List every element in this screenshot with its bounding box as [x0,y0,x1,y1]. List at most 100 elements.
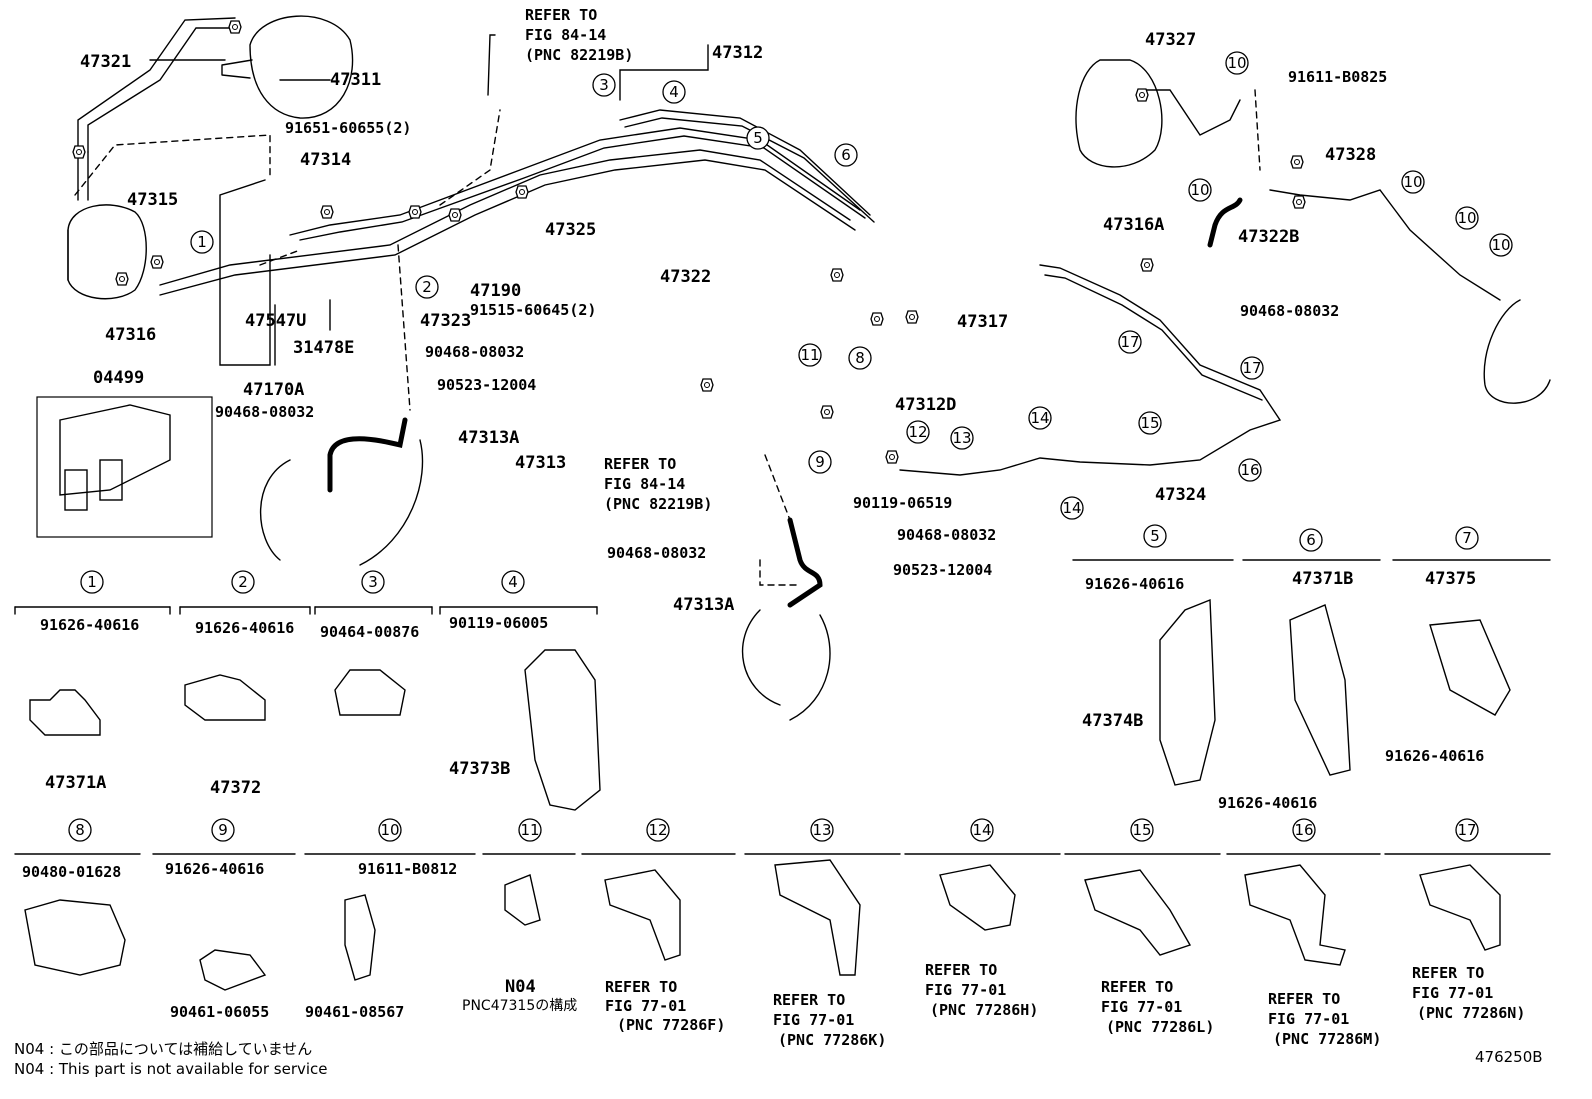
detail-header-7: 7 [1462,529,1472,547]
part-label-47311: 47311 [330,70,381,90]
diagram-id: 476250B [1475,1048,1543,1066]
part-label-47324: 47324 [1155,485,1206,505]
refer-label-mid-1: REFER TO [604,455,676,473]
callout-9: 9 [815,453,825,471]
part-label-47328: 47328 [1325,145,1376,165]
detail-6-bolt: 91626-40616 [1218,794,1317,812]
detail-14-line3: (PNC 77286H) [930,1001,1038,1019]
note-japanese: N04 : この部品については補給していません [14,1040,312,1058]
callout-10-a: 10 [1227,54,1246,72]
part-label-47312: 47312 [712,43,763,63]
detail-header-9: 9 [218,821,228,839]
part-label-47313a-b: 47313A [673,595,734,615]
part-label-31478e: 31478E [293,338,354,358]
part-label-47323: 47323 [420,311,471,331]
part-label-47170a: 47170A [243,380,304,400]
part-label-90468-b: 90468-08032 [425,343,524,361]
part-label-90119-06519: 90119-06519 [853,494,952,512]
detail-header-13: 13 [812,821,831,839]
detail-header-10: 10 [380,821,399,839]
detail-12-line2: FIG 77-01 [605,997,686,1015]
part-label-04499: 04499 [93,368,144,388]
detail-header-2: 2 [238,573,248,591]
detail-header-8: 8 [75,821,85,839]
part-label-47547u: 47547U [245,311,306,331]
detail-header-6: 6 [1306,531,1316,549]
part-label-47322b: 47322B [1238,227,1299,247]
callout-6: 6 [841,146,851,164]
callout-17-a: 17 [1120,333,1139,351]
detail-header-1: 1 [87,573,97,591]
detail-4-name: 47373B [449,759,510,779]
part-label-90468-d: 90468-08032 [897,526,996,544]
callout-10-c: 10 [1403,173,1422,191]
detail-17-line3: (PNC 77286N) [1417,1004,1525,1022]
callout-10-e: 10 [1491,236,1510,254]
part-label-47190: 47190 [470,281,521,301]
detail-12-line1: REFER TO [605,978,677,996]
callout-1: 1 [197,233,207,251]
detail-14-line1: REFER TO [925,961,997,979]
detail-3-part: 90464-00876 [320,623,419,641]
part-label-47313a-a: 47313A [458,428,519,448]
part-label-47327: 47327 [1145,30,1196,50]
part-label-90468-a: 90468-08032 [1240,302,1339,320]
refer-label-top-3: (PNC 82219B) [525,46,633,64]
refer-label-mid-3: (PNC 82219B) [604,495,712,513]
detail-header-16: 16 [1294,821,1313,839]
callout-11: 11 [800,346,819,364]
note-english: N04 : This part is not available for ser… [14,1060,328,1078]
detail-1-part: 91626-40616 [40,616,139,634]
part-label-90468-e: 90468-08032 [607,544,706,562]
detail-5-name: 47374B [1082,711,1143,731]
detail-header-4: 4 [508,573,518,591]
refer-label-top-1: REFER TO [525,6,597,24]
callout-10-b: 10 [1190,181,1209,199]
detail-8-part: 90480-01628 [22,863,121,881]
part-label-90523-b: 90523-12004 [893,561,992,579]
part-label-91651: 91651-60655(2) [285,119,411,137]
detail-16-line3: (PNC 77286M) [1273,1030,1381,1048]
callout-5: 5 [753,129,763,147]
detail-header-15: 15 [1132,821,1151,839]
detail-header-11: 11 [520,821,539,839]
detail-16-line2: FIG 77-01 [1268,1010,1349,1028]
callout-4: 4 [669,83,679,101]
part-label-47317: 47317 [957,312,1008,332]
part-label-90468-c: 90468-08032 [215,403,314,421]
detail-header-12: 12 [648,821,667,839]
part-label-91611-b0825: 91611-B0825 [1288,68,1387,86]
detail-16-line1: REFER TO [1268,990,1340,1008]
detail-15-line1: REFER TO [1101,978,1173,996]
callout-12: 12 [908,423,927,441]
detail-13-line3: (PNC 77286K) [778,1031,886,1049]
detail-17-line1: REFER TO [1412,964,1484,982]
part-label-47321: 47321 [80,52,131,72]
detail-2-part: 91626-40616 [195,619,294,637]
part-label-47325: 47325 [545,220,596,240]
detail-header-14: 14 [972,821,991,839]
part-label-47322: 47322 [660,267,711,287]
detail-4-part: 90119-06005 [449,614,548,632]
detail-1-name: 47371A [45,773,106,793]
callout-16: 16 [1240,461,1259,479]
part-label-47316a: 47316A [1103,215,1164,235]
detail-2-name: 47372 [210,778,261,798]
detail-15-line3: (PNC 77286L) [1106,1018,1214,1036]
detail-7-bolt: 91626-40616 [1385,747,1484,765]
detail-11-caption: PNC47315の構成 [462,998,577,1014]
detail-12-line3: (PNC 77286F) [617,1016,725,1034]
detail-11-name: N04 [505,977,536,997]
detail-header-17: 17 [1457,821,1476,839]
part-label-47312d: 47312D [895,395,956,415]
callout-8: 8 [855,349,865,367]
detail-15-line2: FIG 77-01 [1101,998,1182,1016]
part-label-47313: 47313 [515,453,566,473]
part-label-90523-a: 90523-12004 [437,376,536,394]
callout-14-a: 14 [1030,409,1049,427]
detail-9-name: 90461-06055 [170,1003,269,1021]
callout-3: 3 [599,76,609,94]
callout-14-b: 14 [1062,499,1081,517]
detail-6-part: 47371B [1292,569,1353,589]
detail-14-line2: FIG 77-01 [925,981,1006,999]
